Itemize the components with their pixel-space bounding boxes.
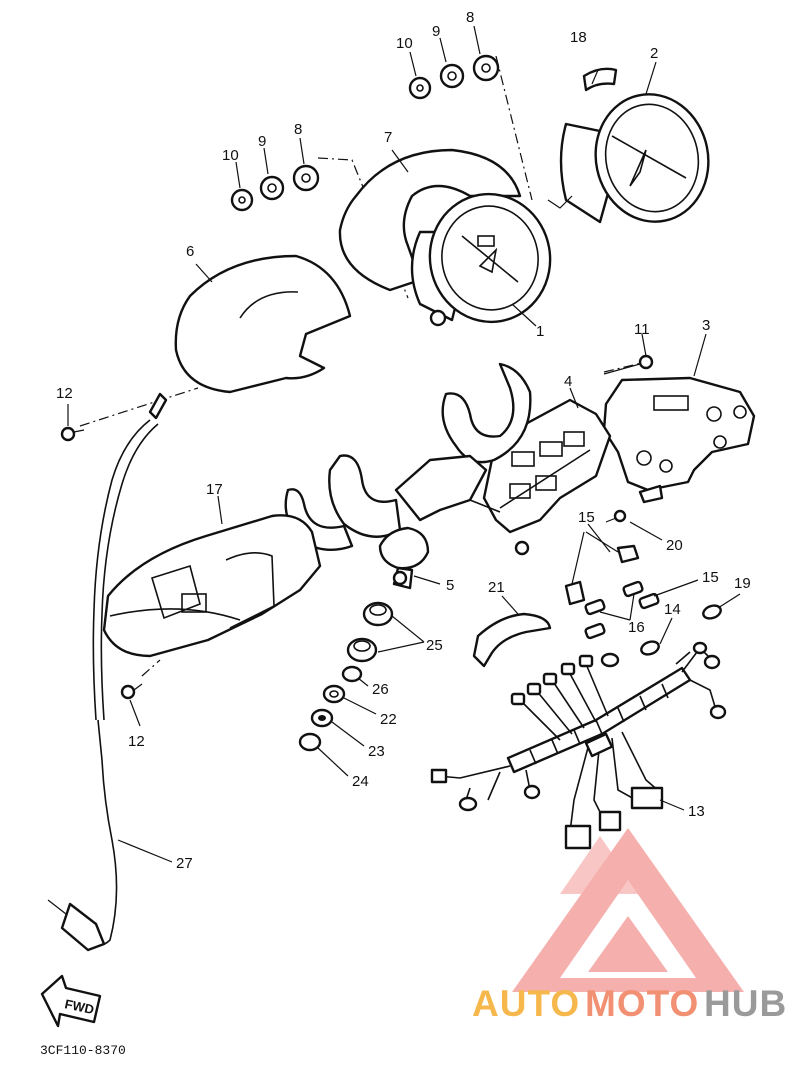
watermark-text: AUTO MOTO HUB bbox=[472, 983, 787, 1024]
callout-22: 22 bbox=[380, 711, 397, 728]
callout-6: 6 bbox=[186, 243, 194, 260]
watermark-text-auto: AUTO bbox=[472, 983, 580, 1024]
phantom-line bbox=[495, 55, 533, 201]
part-25-grommets bbox=[346, 601, 394, 663]
part-3-bracket bbox=[602, 376, 756, 504]
part-23-nut bbox=[310, 708, 334, 728]
part-5-switch bbox=[392, 570, 408, 586]
forward-arrow-icon: FWD bbox=[40, 974, 102, 1028]
part-12-screw-upper bbox=[60, 426, 85, 442]
callout-12-lower: 12 bbox=[128, 733, 145, 750]
callout-14: 14 bbox=[664, 601, 681, 618]
callout-13: 13 bbox=[688, 803, 705, 820]
callout-27: 27 bbox=[176, 855, 193, 872]
phantom-line bbox=[317, 157, 409, 299]
phantom-line bbox=[79, 387, 199, 427]
callout-7: 7 bbox=[384, 129, 392, 146]
part-6-inner bbox=[239, 291, 299, 319]
part-4-indicator-housing bbox=[482, 398, 612, 556]
part-22-washer bbox=[322, 684, 346, 704]
callout-4: 4 bbox=[564, 373, 572, 390]
callout-labels: 1 2 3 4 5 6 7 8 8 9 9 10 10 11 12 12 13 … bbox=[56, 9, 751, 872]
callout-24: 24 bbox=[352, 773, 369, 790]
watermark-text-moto: MOTO bbox=[585, 983, 699, 1024]
part-26-collar bbox=[341, 665, 363, 683]
callout-11: 11 bbox=[634, 321, 650, 338]
callout-3: 3 bbox=[702, 317, 710, 334]
callout-12-upper: 12 bbox=[56, 385, 73, 402]
callout-1: 1 bbox=[536, 323, 544, 340]
callout-16: 16 bbox=[628, 619, 645, 636]
part-18-pad bbox=[582, 67, 618, 92]
part-19-bulb bbox=[702, 604, 722, 620]
part-7-cover bbox=[338, 148, 522, 292]
callout-15-left: 15 bbox=[578, 509, 595, 526]
part-13-wire-harness bbox=[430, 641, 727, 850]
callout-10-lower: 10 bbox=[222, 147, 239, 164]
part-20-screw bbox=[605, 509, 627, 523]
part-21-cushion bbox=[472, 612, 552, 668]
watermark-logo bbox=[512, 828, 744, 992]
callout-15-right: 15 bbox=[702, 569, 719, 586]
callout-21: 21 bbox=[488, 579, 505, 596]
callout-19: 19 bbox=[734, 575, 751, 592]
forward-label: FWD bbox=[63, 996, 95, 1017]
callout-leaders bbox=[67, 25, 741, 863]
watermark-text-hub: HUB bbox=[704, 983, 787, 1024]
part-16-bulbs bbox=[584, 580, 660, 640]
callout-9-lower: 9 bbox=[258, 133, 266, 150]
callout-20: 20 bbox=[666, 537, 683, 554]
part-11-screw bbox=[603, 354, 654, 375]
callout-2: 2 bbox=[650, 45, 658, 62]
phantom-line bbox=[141, 659, 161, 677]
callout-26: 26 bbox=[372, 681, 389, 698]
part-2-tachometer bbox=[547, 93, 710, 224]
callout-9-upper: 9 bbox=[432, 23, 440, 40]
callout-8-lower: 8 bbox=[294, 121, 302, 138]
part-15-socket-upper bbox=[564, 544, 640, 606]
part-6-cover bbox=[174, 254, 352, 394]
callout-5: 5 bbox=[446, 577, 454, 594]
part-17-lower-cover bbox=[102, 514, 322, 658]
washer-set-lower bbox=[230, 164, 320, 212]
part-12-screw-lower bbox=[120, 683, 143, 700]
drawing-code: 3CF110-8370 bbox=[40, 1043, 126, 1058]
callout-17: 17 bbox=[206, 481, 223, 498]
part-1-speedometer bbox=[410, 192, 552, 327]
callout-10-upper: 10 bbox=[396, 35, 413, 52]
callout-18: 18 bbox=[570, 29, 587, 46]
part-27-cable bbox=[47, 392, 168, 952]
callout-8-upper: 8 bbox=[466, 9, 474, 26]
part-14-bulb bbox=[640, 640, 660, 656]
washer-set-upper bbox=[408, 54, 500, 100]
part-24-cap bbox=[298, 732, 322, 752]
callout-23: 23 bbox=[368, 743, 385, 760]
callout-25: 25 bbox=[426, 637, 443, 654]
